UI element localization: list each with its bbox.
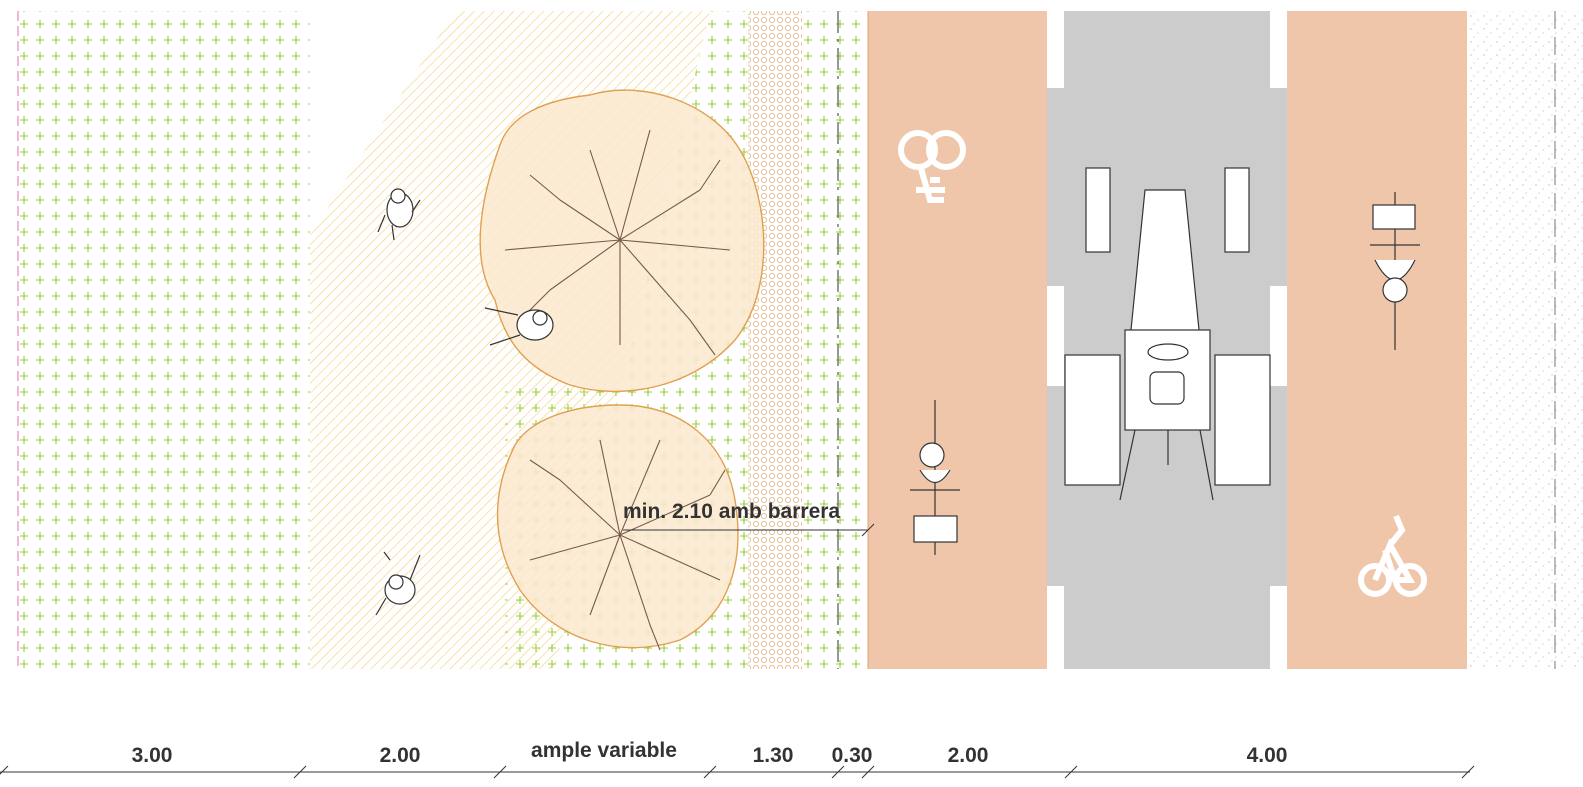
gravel-strip (748, 11, 802, 669)
dimension-tick (831, 765, 845, 779)
road-top (1064, 11, 1270, 91)
bike-lane-left (868, 11, 1047, 669)
bicycle-symbol-icon (898, 130, 966, 203)
green-strip (18, 11, 310, 669)
dimension-tick (861, 765, 875, 779)
cyclist-icon (910, 400, 960, 555)
barrier-annotation: min. 2.10 amb barrera (623, 500, 875, 537)
tractor-icon (1064, 167, 1271, 501)
dimension-label: 4.00 (1247, 744, 1288, 767)
barrier-strip (802, 11, 868, 669)
bicycle-symbol-icon (1358, 514, 1427, 597)
dimension-tick (493, 765, 507, 779)
dimension-tick (0, 765, 9, 775)
dimension-label: 1.30 (753, 744, 794, 767)
zones (17, 11, 1583, 669)
pedestrian-icon (375, 551, 421, 616)
dimension-line: 3.00 2.00 ample variable 1.30 0.30 2.00 … (0, 739, 1475, 779)
dimension-tick (1461, 765, 1475, 779)
cyclist-icon (1370, 192, 1420, 350)
dimension-label: ample variable (531, 739, 677, 762)
dimension-label: 2.00 (380, 744, 421, 767)
bike-lane-right (1287, 11, 1467, 669)
dimension-tick (703, 765, 717, 779)
dimension-label: 3.00 (132, 744, 173, 767)
road-marking (1047, 286, 1064, 386)
annotation-text: min. 2.10 amb barrera (623, 500, 840, 523)
dimension-label: 2.00 (948, 744, 989, 767)
pedestrian-icon (484, 307, 554, 346)
dimension-tick (293, 765, 307, 779)
pedestrian-icon (377, 188, 421, 241)
annotation-tick (861, 523, 875, 537)
road-marking (1270, 586, 1287, 669)
tree-icon (479, 89, 765, 651)
road-marking (1047, 586, 1064, 669)
road-marking (1270, 286, 1287, 386)
dimension-tick (1064, 765, 1078, 779)
dimension-label: 0.30 (832, 744, 873, 767)
sidewalk-right (1467, 11, 1583, 669)
